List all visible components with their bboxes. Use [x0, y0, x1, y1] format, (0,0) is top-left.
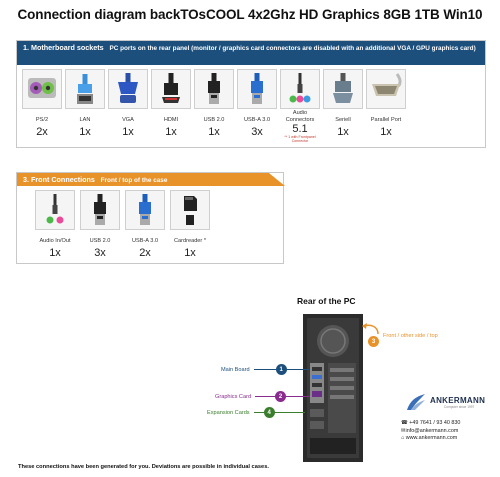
- port-card: VGA 1x: [108, 69, 148, 143]
- lan-cable-icon: [65, 69, 105, 109]
- pc-tower-image: [302, 313, 364, 468]
- callout-front-side: 3 Front / other side / top: [368, 330, 438, 347]
- port-label: USB-A 3.0: [131, 238, 159, 244]
- web-icon: ⌂: [401, 435, 405, 441]
- page-title: Connection diagram backTOsCOOL 4x2Ghz HD…: [17, 7, 483, 22]
- rear-pc-title: Rear of the PC: [297, 296, 356, 306]
- port-card: HDMI 1x: [151, 69, 191, 143]
- port-count: 3x: [94, 247, 106, 259]
- port-count: 2x: [139, 247, 151, 259]
- port-label: USB-A 3.0: [243, 117, 271, 123]
- port-label: PS/2: [35, 117, 49, 123]
- serial-cable-icon: [323, 69, 363, 109]
- port-count: 1x: [208, 126, 220, 138]
- hdmi-cable-icon: [151, 69, 191, 109]
- callout-graphics-card: Graphics Card 2: [215, 391, 311, 402]
- audio-jack-icon: [280, 69, 320, 109]
- port-count: 1x: [337, 126, 349, 138]
- parallel-port-icon: [366, 69, 406, 109]
- port-label: USB 2.0: [89, 238, 111, 244]
- email-icon: ✉: [401, 427, 406, 434]
- port-label: HDMI: [163, 117, 179, 123]
- port-card: Parallel Port 1x: [366, 69, 406, 143]
- port-count: 1x: [49, 247, 61, 259]
- callout-expansion-cards: Expansion Cards 4: [207, 407, 305, 418]
- callout-main-board: Main Board 1: [221, 364, 309, 375]
- port-note: ** 1 with Frontpanel Connector: [284, 135, 316, 143]
- port-card: Audio Connectors 5.1 ** 1 with Frontpane…: [280, 69, 320, 143]
- section-description: PC ports on the rear panel (monitor / gr…: [109, 45, 476, 52]
- port-label: Parallel Port: [370, 117, 402, 123]
- port-count: 1x: [184, 247, 196, 259]
- audio-jack-icon: [35, 190, 75, 230]
- callout-label: Front / other side / top: [383, 333, 438, 339]
- port-card: Seriell 1x: [323, 69, 363, 143]
- callout-line: [253, 368, 276, 371]
- port-count: 1x: [380, 126, 392, 138]
- callout-label: Graphics Card: [215, 393, 252, 400]
- footer-note: These connections have been generated fo…: [18, 464, 269, 470]
- port-card: Audio In/Out 1x: [35, 190, 75, 259]
- port-count: 1x: [165, 126, 177, 138]
- port-label: VGA: [122, 117, 134, 123]
- callout-badge: 3: [368, 336, 379, 347]
- port-card: PS/2 2x: [22, 69, 62, 143]
- port-count: 1x: [122, 126, 134, 138]
- port-count: 3x: [251, 126, 263, 138]
- front-ports: Audio In/Out 1x USB 2.0 3x: [17, 186, 283, 263]
- usb2-cable-icon: [80, 190, 120, 230]
- port-count: 5.1: [292, 123, 308, 135]
- section-number: 1. Motherboard sockets: [23, 43, 104, 52]
- callout-line: [286, 395, 311, 398]
- callout-arrow-icon: [362, 323, 379, 335]
- callout-badge: 2: [275, 391, 287, 402]
- port-card: Cardreader * 1x: [170, 190, 210, 259]
- front-connections-section: 3. Front Connections Front / top of the …: [16, 172, 285, 264]
- usb2-cable-icon: [194, 69, 234, 109]
- front-section-header: 3. Front Connections Front / top of the …: [17, 173, 285, 186]
- port-card: USB 2.0 1x: [194, 69, 234, 143]
- callout-badge: 4: [263, 407, 275, 418]
- port-label: Cardreader *: [173, 238, 207, 244]
- usb3-cable-icon: [125, 190, 165, 230]
- port-count: 2x: [36, 126, 48, 138]
- callout-line: [286, 368, 309, 371]
- company-contact: ☎ +49 7641 / 93 40 830 ✉info@ankermann.c…: [401, 420, 460, 443]
- port-label: Seriell: [335, 117, 351, 123]
- port-card: USB 2.0 3x: [80, 190, 120, 259]
- port-count: 1x: [79, 126, 91, 138]
- phone-number: +49 7641 / 93 40 830: [409, 420, 461, 426]
- section-description: Front / top of the case: [100, 177, 168, 184]
- web-link[interactable]: www.ankermann.com: [405, 435, 458, 441]
- callout-label: Main Board: [221, 366, 250, 373]
- callout-line: [255, 395, 276, 398]
- phone-icon: ☎: [401, 420, 408, 426]
- ankermann-logo-icon: [407, 394, 425, 410]
- company-tagline: Computer since 1997: [444, 404, 475, 409]
- port-card: USB-A 3.0 2x: [125, 190, 165, 259]
- port-label: USB 2.0: [203, 117, 225, 123]
- port-label: Audio In/Out: [39, 238, 71, 244]
- motherboard-sockets-section: 1. Motherboard sockets PC ports on the r…: [16, 40, 486, 148]
- section-number: 3. Front Connections: [23, 175, 95, 184]
- port-card: USB-A 3.0 3x: [237, 69, 277, 143]
- vga-cable-icon: [108, 69, 148, 109]
- company-name: ANKERMANN: [430, 395, 486, 405]
- ps2-port-icon: [22, 69, 62, 109]
- usb3-cable-icon: [237, 69, 277, 109]
- email-link[interactable]: info@ankermann.com: [405, 427, 459, 434]
- motherboard-section-header: 1. Motherboard sockets PC ports on the r…: [17, 41, 485, 65]
- motherboard-ports: PS/2 2x LAN 1x V: [17, 65, 485, 147]
- port-card: LAN 1x: [65, 69, 105, 143]
- company-logo: ANKERMANN Computer since 1997: [405, 392, 485, 412]
- callout-badge: 1: [275, 364, 287, 375]
- sd-card-icon: [170, 190, 210, 230]
- callout-line: [274, 411, 305, 414]
- port-label: LAN: [79, 117, 91, 123]
- port-label: Audio Connectors: [285, 110, 315, 123]
- callout-label: Expansion Cards: [207, 409, 250, 416]
- callout-line: [253, 411, 264, 414]
